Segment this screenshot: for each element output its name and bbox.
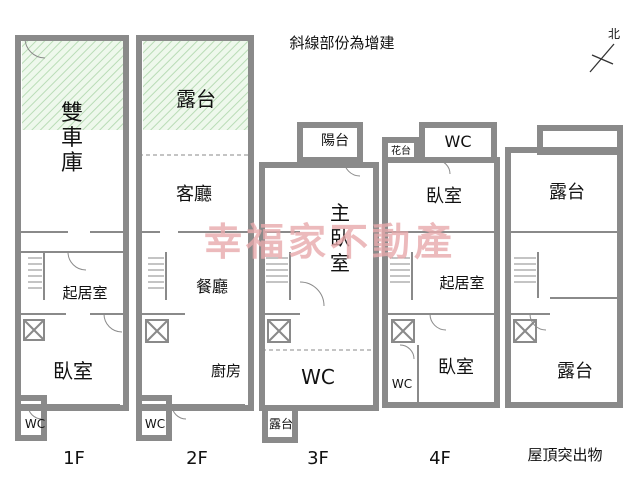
room-kitchen-2f: 廚房 xyxy=(211,362,241,380)
room-terrace-roof-bottom: 露台 xyxy=(557,361,593,382)
room-terrace-2f: 露台 xyxy=(176,87,216,111)
room-planter-4f: 花台 xyxy=(391,144,411,157)
floor-roof xyxy=(505,125,623,408)
room-balcony-3f: 陽台 xyxy=(321,133,349,149)
room-wc-3f: WC xyxy=(301,365,335,389)
watermark-text: 幸福家不動產 xyxy=(204,220,456,264)
room-dining-2f: 餐廳 xyxy=(196,277,228,296)
floor-3f xyxy=(259,122,379,443)
floor-3f-interior xyxy=(262,159,376,351)
north-label: 北 xyxy=(608,27,620,41)
room-bedroom-top-4f: 臥室 xyxy=(426,186,462,207)
hatch-note: 斜線部份為增建 xyxy=(289,34,394,52)
room-garage-char-3: 庫 xyxy=(61,151,83,176)
room-garage-char-2: 車 xyxy=(61,126,83,151)
floor-label-2f: 2F xyxy=(186,448,208,469)
room-bedroom-4f: 臥室 xyxy=(438,357,474,378)
room-bedroom-1f: 臥室 xyxy=(53,359,93,383)
room-living-2f: 客廳 xyxy=(176,184,212,205)
floor-label-3f: 3F xyxy=(307,448,329,469)
floor-4f xyxy=(382,122,500,408)
floor-2f xyxy=(136,35,254,441)
room-wc-top-4f: WC xyxy=(445,132,472,151)
floor-label-4f: 4F xyxy=(429,448,451,469)
floor-label-roof: 屋頂突出物 xyxy=(527,446,602,464)
hatched-area-1f xyxy=(22,40,124,130)
room-terrace-roof-top: 露台 xyxy=(549,182,585,203)
floor-roof-interior xyxy=(508,231,620,343)
room-wc-2f: WC xyxy=(145,417,165,431)
floor-1f-interior xyxy=(18,37,126,420)
floor-label-1f: 1F xyxy=(63,448,85,469)
floor-1f xyxy=(15,35,129,441)
room-wc-4f: WC xyxy=(392,377,412,391)
room-garage-char-1: 雙 xyxy=(61,101,83,126)
floor-2f-interior xyxy=(139,154,251,420)
room-living-1f: 起居室 xyxy=(62,284,107,302)
room-master-char-3: 室 xyxy=(330,251,350,275)
room-master-char-1: 主 xyxy=(330,201,350,225)
room-living-4f: 起居室 xyxy=(439,274,484,292)
north-arrow-icon xyxy=(589,43,615,73)
room-master-char-2: 臥 xyxy=(330,226,350,250)
room-wc-1f: WC xyxy=(25,417,45,431)
floor-4f-interior xyxy=(385,159,497,405)
hatched-area-2f xyxy=(143,40,249,130)
room-terrace-3f: 露台 xyxy=(269,416,293,431)
